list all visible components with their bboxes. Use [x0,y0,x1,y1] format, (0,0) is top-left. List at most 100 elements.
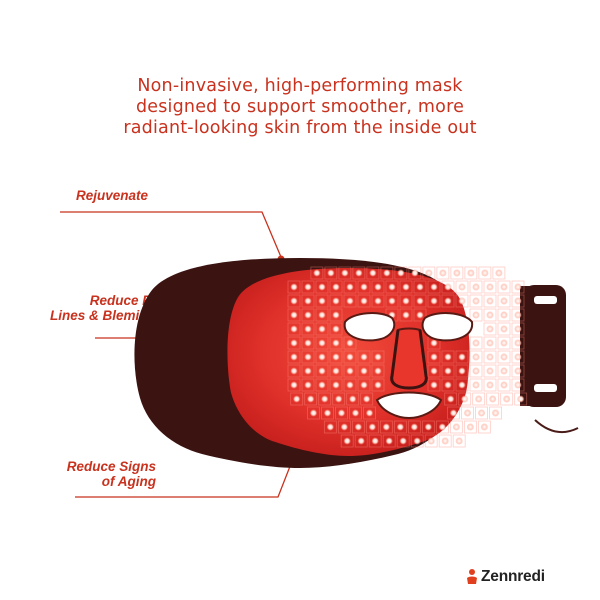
led-cell [349,406,362,420]
led-light [444,381,452,389]
face-openings [343,312,474,420]
led-light [349,395,357,403]
led-cell [301,294,315,308]
led-cell [371,280,385,294]
led-light [313,269,321,277]
led-grid [287,266,528,448]
led-cell [287,364,301,378]
led-cell [301,308,315,322]
headline-line: designed to support smoother, more [135,97,465,117]
led-light [332,353,340,361]
led-cell [497,350,511,364]
led-light [318,381,326,389]
led-cell [307,406,320,420]
led-cell [318,392,332,406]
led-cell [461,406,474,420]
led-cell [475,406,488,420]
led-cell [343,336,357,350]
led-cell [324,266,338,280]
led-cell [413,308,427,322]
led-light [486,297,494,305]
led-cell [321,406,334,420]
led-cell [427,294,441,308]
led-light [318,311,326,319]
led-cell [382,434,396,448]
headline: Non-invasive, high-performing mask desig… [60,76,540,139]
led-light [318,339,326,347]
led-light [304,325,312,333]
led-light [374,297,382,305]
led-light [318,297,326,305]
led-light [371,437,379,445]
led-cell [441,364,455,378]
led-light [304,381,312,389]
led-cell [287,294,301,308]
mouth-opening [375,391,443,420]
led-light [486,339,494,347]
led-cell [441,350,455,364]
led-cell [427,364,441,378]
led-cell [329,364,343,378]
led-cell [340,434,354,448]
led-cell [511,364,525,378]
benefit-label-line: Reduce Signs [66,459,156,474]
led-cell [427,378,441,392]
led-cell [287,350,301,364]
led-cell [301,364,315,378]
led-cell [511,280,525,294]
led-cell [393,420,407,434]
led-light [430,353,438,361]
led-light [444,367,452,375]
led-light [346,381,354,389]
led-cell [441,280,455,294]
led-light [360,297,368,305]
led-light [340,423,348,431]
led-cell [357,280,371,294]
led-cell [483,364,497,378]
led-cell [380,266,394,280]
led-light [293,395,301,403]
led-cell [329,294,343,308]
led-light [438,423,446,431]
led-cell [323,420,337,434]
led-light [346,283,354,291]
led-light [321,395,329,403]
led-cell [455,364,469,378]
led-cell [366,266,380,280]
led-light [341,269,349,277]
led-light [369,269,377,277]
led-light [486,311,494,319]
led-light [388,297,396,305]
led-cell [363,406,376,420]
led-light [304,311,312,319]
led-cell [514,392,528,406]
led-cell [497,294,511,308]
led-light [360,353,368,361]
led-light [374,381,382,389]
led-cell [483,308,497,322]
led-light [430,381,438,389]
led-cell [511,308,525,322]
led-light [416,311,424,319]
led-cell [497,280,511,294]
led-cell [399,308,413,322]
led-light [467,269,475,277]
led-light [396,423,404,431]
led-cell [469,280,483,294]
led-cell [511,336,525,350]
led-cell [329,336,343,350]
led-light [500,353,508,361]
led-cell [315,336,329,350]
led-cell [343,280,357,294]
led-light [343,437,351,445]
led-light [458,381,466,389]
led-light [346,353,354,361]
right-eye-opening [421,312,474,342]
led-light [402,283,410,291]
brand-name: Zennredi [481,568,545,585]
led-cell [489,406,502,420]
led-cell [413,294,427,308]
led-light [430,283,438,291]
led-cell [287,336,301,350]
